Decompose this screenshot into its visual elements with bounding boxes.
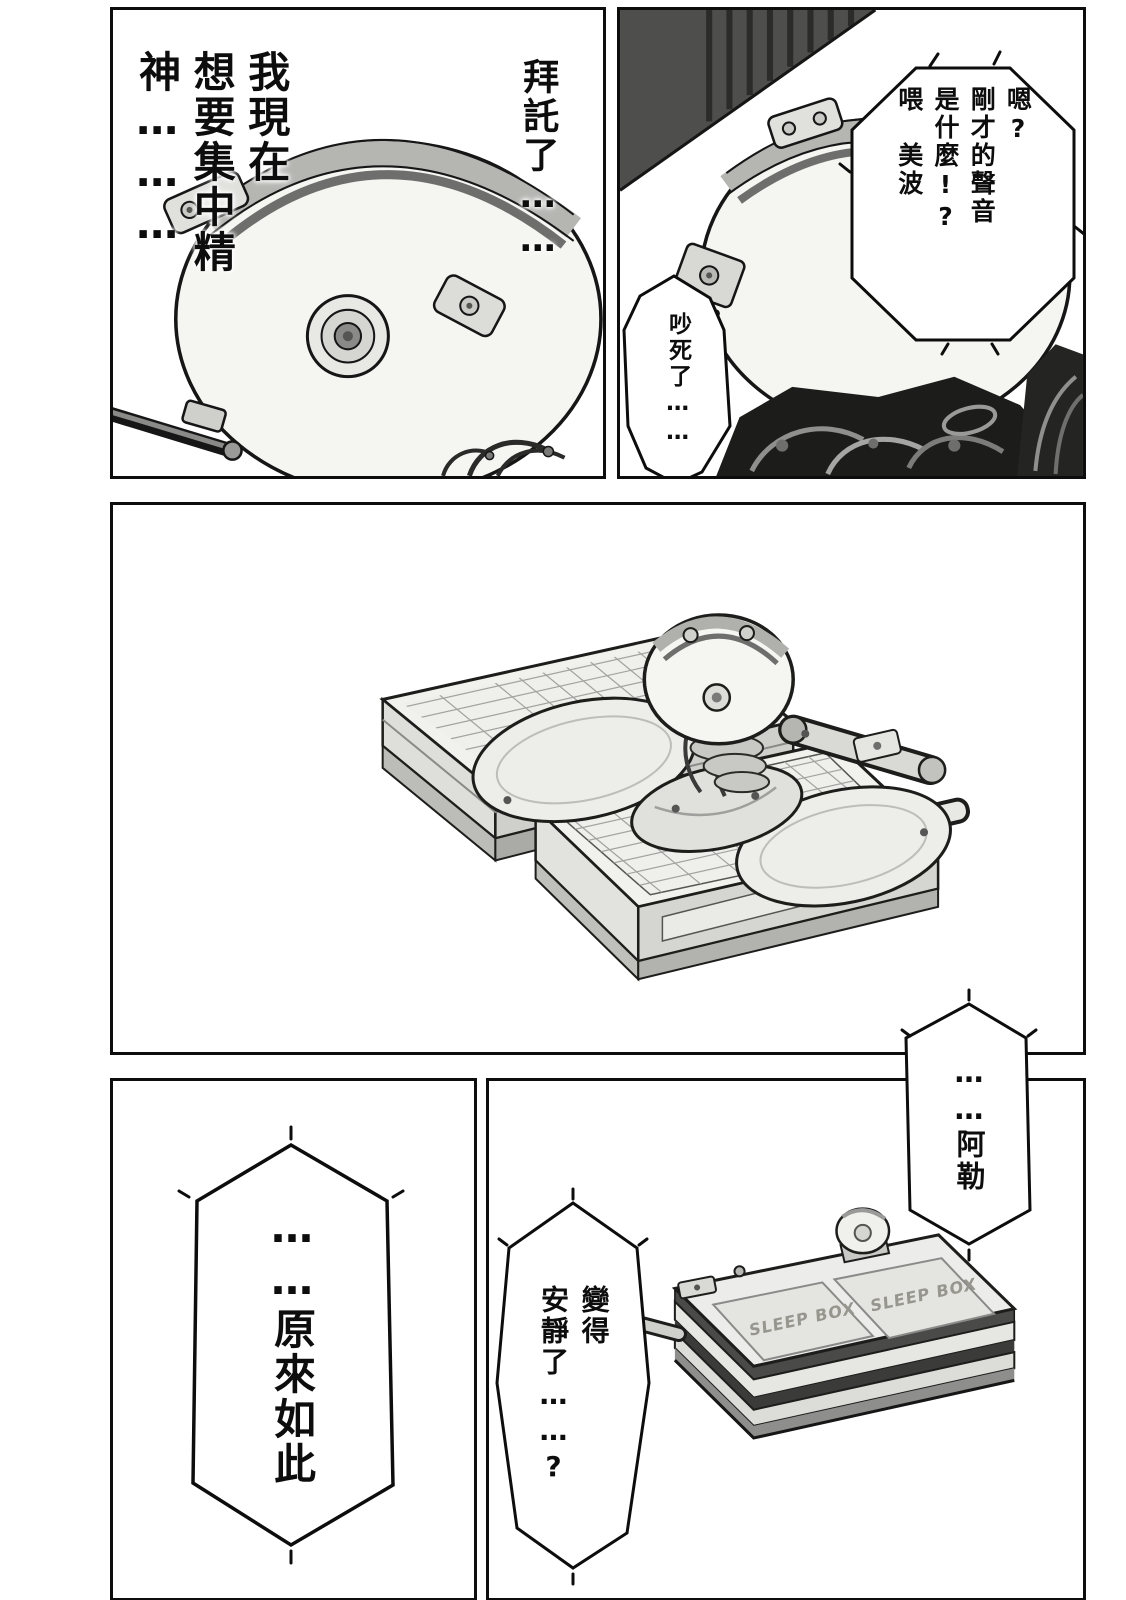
panel-top-right: 嗯? 剛才的聲音 是什麼!? 喂 美波 吵死了…… [617, 7, 1086, 479]
panel-top-left: 拜託了…… 我現在 想要集中精神……… [110, 7, 606, 479]
emphasis-ticks [177, 1125, 405, 1565]
speech-text-i-see: ……原來如此 [267, 1203, 317, 1487]
panel-bottom-left: ……原來如此 [110, 1078, 477, 1600]
speech-text-noisy: 吵死了…… [664, 312, 691, 448]
emphasis-ticks [900, 988, 1038, 1262]
speech-bubble-quiet: 變得 安靜了……? [495, 1187, 651, 1586]
emphasis-ticks [838, 50, 1083, 356]
robot-dome [163, 139, 603, 476]
panel-bottom-right: SLEEP BOX SLEEP BOX [486, 1078, 1086, 1600]
sleep-case: SLEEP BOX SLEEP BOX [632, 1207, 1018, 1440]
speech-text-quiet: 變得 安靜了……? [537, 1285, 611, 1486]
panel-top-left-artwork [113, 139, 603, 476]
closed-case-artwork: SLEEP BOX SLEEP BOX [632, 1207, 1018, 1440]
support-rod [113, 399, 243, 461]
speech-bubble-are: ……阿勒 [898, 988, 1040, 1262]
panel-middle [110, 502, 1086, 1055]
speech-bubble-i-see: ……原來如此 [175, 1125, 407, 1565]
emphasis-ticks [497, 1187, 649, 1586]
case-latch [677, 1275, 717, 1300]
speech-bubble-what-sound: 嗯? 剛才的聲音 是什麼!? 喂 美波 [838, 50, 1083, 356]
cables [441, 439, 566, 476]
screw-plate-left [163, 170, 250, 235]
case-dome [835, 1207, 891, 1264]
hinge-cylinder [778, 714, 947, 786]
dark-corner-wall [620, 10, 877, 192]
sleep-machine-artwork [379, 613, 971, 982]
cable-mass [716, 344, 1083, 476]
robot-head [642, 613, 795, 798]
screw-plate-right [432, 274, 506, 338]
speech-bubble-noisy: 吵死了…… [622, 274, 732, 476]
screw-plate-top [767, 97, 844, 149]
caption-please: 拜託了…… [517, 58, 559, 263]
speech-text-are: ……阿勒 [952, 1055, 987, 1193]
caption-focus: 我現在 想要集中精神……… [132, 50, 291, 275]
speech-text-what-sound: 嗯? 剛才的聲音 是什麼!? 喂 美波 [894, 86, 1033, 234]
